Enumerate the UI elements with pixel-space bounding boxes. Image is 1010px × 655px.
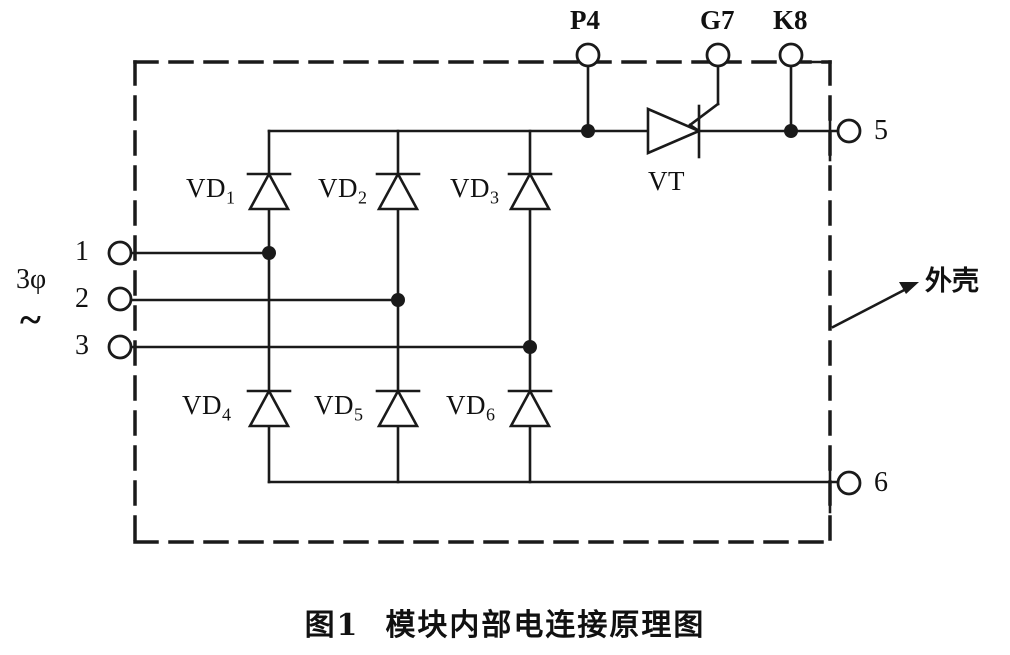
label-vd4: VD4	[182, 390, 231, 425]
terminal-circle-2	[107, 286, 133, 312]
label-enclosure: 外壳	[925, 266, 979, 297]
diode-vd6	[507, 388, 553, 428]
terminal-circle-1	[107, 240, 133, 266]
terminal-label-6: 6	[874, 467, 888, 498]
label-vd3: VD3	[450, 173, 499, 208]
diode-vd4	[246, 388, 292, 428]
junction-dot-phase2	[391, 293, 405, 307]
caption-number: 图1	[304, 608, 360, 643]
terminal-label-p4: P4	[570, 5, 600, 35]
junction-dot-phase1	[262, 246, 276, 260]
enclosure-dashed-boundary	[133, 60, 832, 544]
terminal-label-1: 1	[75, 236, 89, 267]
diode-vd3	[507, 171, 553, 211]
ac-source-icon: ~	[20, 297, 41, 342]
label-three-phase: 3φ	[16, 264, 47, 295]
label-vd1: VD1	[186, 173, 235, 208]
label-vt: VT	[648, 166, 685, 196]
terminal-label-5: 5	[874, 115, 888, 146]
junction-dot-k8	[784, 124, 798, 138]
junction-dot-p4	[581, 124, 595, 138]
terminal-label-2: 2	[75, 283, 89, 314]
terminal-label-3: 3	[75, 330, 89, 361]
diode-vd1	[246, 171, 292, 211]
terminal-circle-5	[836, 118, 862, 144]
terminal-circle-6	[836, 470, 862, 496]
terminal-circle-p4	[575, 42, 601, 68]
terminal-circle-3	[107, 334, 133, 360]
wire-g7-gate-angle	[688, 102, 720, 127]
thyristor-vt	[646, 104, 703, 159]
diode-vd2	[375, 171, 421, 211]
terminal-circle-k8	[778, 42, 804, 68]
caption-text: 模块内部电连接原理图	[385, 608, 706, 643]
terminal-circle-g7	[705, 42, 731, 68]
label-vd6: VD6	[446, 390, 495, 425]
terminal-label-g7: G7	[700, 5, 735, 35]
figure-caption: 图1 模块内部电连接原理图	[0, 600, 1010, 644]
terminal-label-k8: K8	[773, 5, 808, 35]
diode-vd5	[375, 388, 421, 428]
label-vd2: VD2	[318, 173, 367, 208]
junction-dot-phase3	[523, 340, 537, 354]
enclosure-leader-arrow	[831, 282, 919, 329]
label-vd5: VD5	[314, 390, 363, 425]
